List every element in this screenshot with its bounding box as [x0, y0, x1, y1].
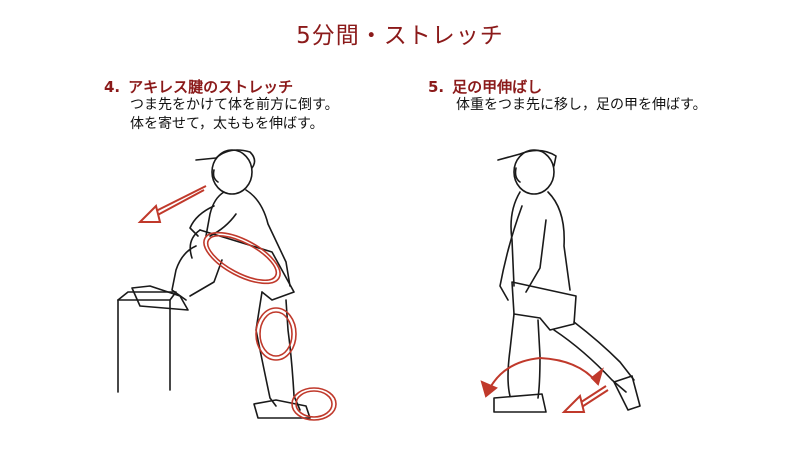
torso-front [205, 191, 225, 237]
step-4-line-2: 体を寄せて，太ももを伸ばす。 [130, 116, 324, 132]
head [195, 149, 256, 195]
platform-box [117, 291, 177, 393]
arrow-left-icon [137, 185, 207, 223]
knee-highlight-ring [255, 307, 297, 361]
step-5-title: 足の甲伸ばし [452, 78, 543, 96]
step-5-line-1: 体重をつま先に移し，足の甲を伸ばす。 [456, 97, 707, 113]
heel-highlight-ring [291, 387, 337, 421]
raised-leg [171, 245, 197, 301]
raised-shoe [131, 285, 189, 311]
torso-back [245, 189, 291, 287]
step-4-description: つま先をかけて体を前方に倒す。 体を寄せて，太ももを伸ばす。 [130, 96, 339, 134]
step-4-number: 4. [104, 78, 121, 96]
step-5-heading: 5. 足の甲伸ばし [428, 76, 542, 97]
page-title: 5分間・ストレッチ [296, 23, 504, 49]
step-4-line-1: つま先をかけて体を前方に倒す。 [130, 97, 339, 113]
step-4-heading: 4. アキレス腱のストレッチ [104, 76, 293, 97]
standing-shoe [253, 399, 311, 419]
thigh-highlight-ring [203, 231, 281, 285]
step-5-number: 5. [428, 78, 445, 96]
step-5-description: 体重をつま先に移し，足の甲を伸ばす。 [456, 96, 707, 115]
step-4-title: アキレス腱のストレッチ [128, 78, 294, 96]
